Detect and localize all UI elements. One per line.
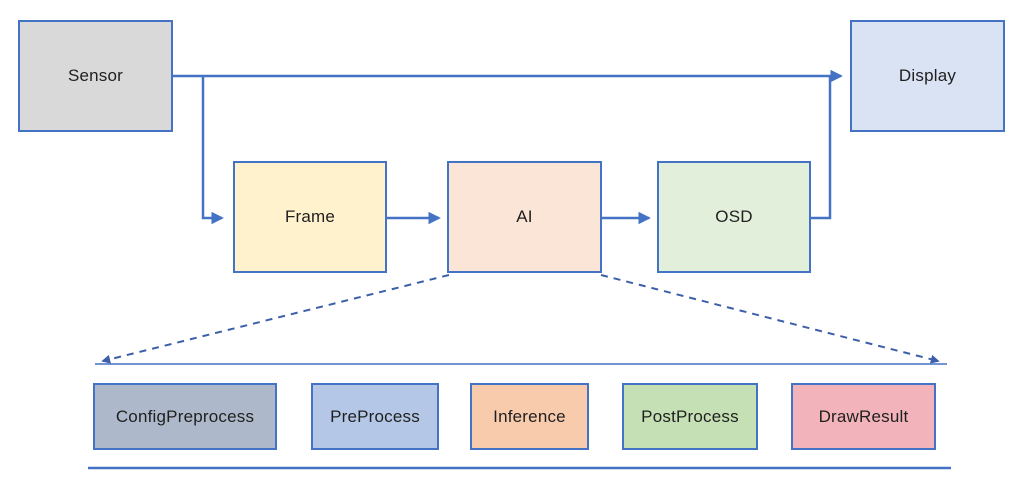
node-ai-label: AI [516, 207, 533, 226]
node-frame-label: Frame [284, 207, 336, 226]
connector-sensor-to-frame [201, 76, 224, 225]
node-frame: Frame [233, 161, 387, 273]
subnode-preprocess: PreProcess [311, 383, 439, 450]
node-osd: OSD [657, 161, 811, 273]
subnode-postprocess: PostProcess [622, 383, 758, 450]
expansion-dashed-line-left [101, 274, 450, 364]
expansion-dashed-line-right [600, 274, 940, 364]
subnode-drawresult: DrawResult [791, 383, 936, 450]
node-sensor: Sensor [18, 20, 173, 132]
subnode-postprocess-label: PostProcess [641, 406, 739, 426]
connector-osd-to-display [811, 77, 832, 220]
subnode-drawresult-label: DrawResult [818, 406, 909, 426]
subnode-config-preprocess-label: ConfigPreprocess [115, 406, 255, 426]
subnode-inference: Inference [470, 383, 589, 450]
node-osd-label: OSD [715, 207, 753, 226]
node-display-label: Display [898, 66, 957, 85]
subnode-config-preprocess: ConfigPreprocess [93, 383, 277, 450]
node-ai: AI [447, 161, 602, 273]
subnode-preprocess-label: PreProcess [330, 406, 420, 426]
node-display: Display [850, 20, 1005, 132]
subnode-inference-label: Inference [493, 406, 566, 426]
node-sensor-label: Sensor [67, 66, 124, 85]
